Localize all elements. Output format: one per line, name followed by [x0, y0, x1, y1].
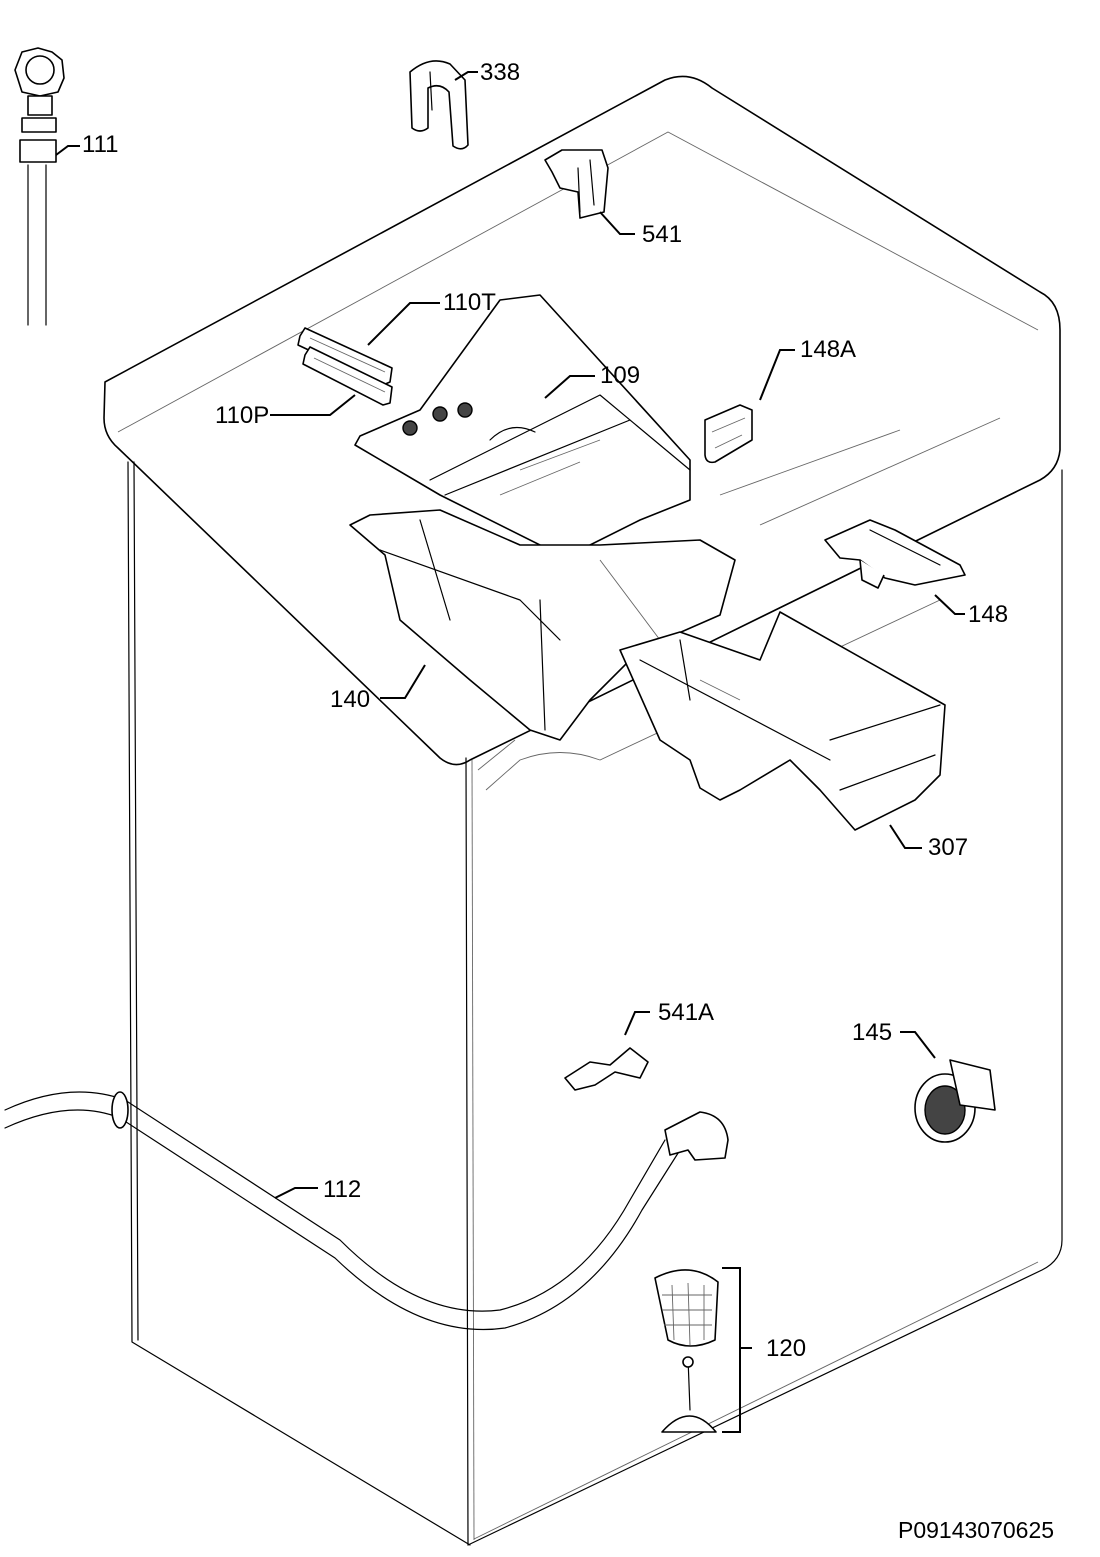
part-110T-tube	[297, 327, 393, 386]
part-labels: 338 111 541 110T 148A 109 110P 148 140 3…	[82, 59, 1054, 1543]
label-307: 307	[928, 834, 968, 861]
part-145-component	[914, 1059, 996, 1143]
document-id: P09143070625	[898, 1517, 1054, 1543]
cabinet-outline	[103, 75, 1063, 1546]
label-148A: 148A	[800, 336, 856, 363]
part-120-filter-assembly	[654, 1267, 752, 1433]
label-541: 541	[642, 221, 682, 248]
label-110P: 110P	[215, 402, 269, 429]
label-148: 148	[968, 601, 1008, 628]
leader-lines	[55, 71, 965, 1199]
part-112-drain-hose	[4, 1091, 729, 1331]
label-541A: 541A	[658, 999, 714, 1026]
part-110P-tube	[302, 346, 393, 406]
label-120: 120	[766, 1335, 806, 1362]
part-307-drawer	[619, 611, 946, 831]
label-145: 145	[852, 1019, 892, 1046]
part-148A-clip	[704, 404, 753, 464]
label-140: 140	[330, 686, 370, 713]
part-541A-clip	[564, 1047, 649, 1091]
label-112: 112	[323, 1176, 361, 1203]
part-338-clip	[409, 60, 469, 150]
label-111: 111	[82, 131, 118, 158]
part-111-inlet-hose	[14, 47, 65, 326]
part-148-fitting	[824, 519, 966, 589]
part-109-valve-block	[354, 294, 691, 556]
label-338: 338	[480, 59, 520, 86]
label-110T: 110T	[443, 289, 496, 316]
part-541-bracket	[544, 149, 609, 219]
label-109: 109	[600, 362, 640, 389]
